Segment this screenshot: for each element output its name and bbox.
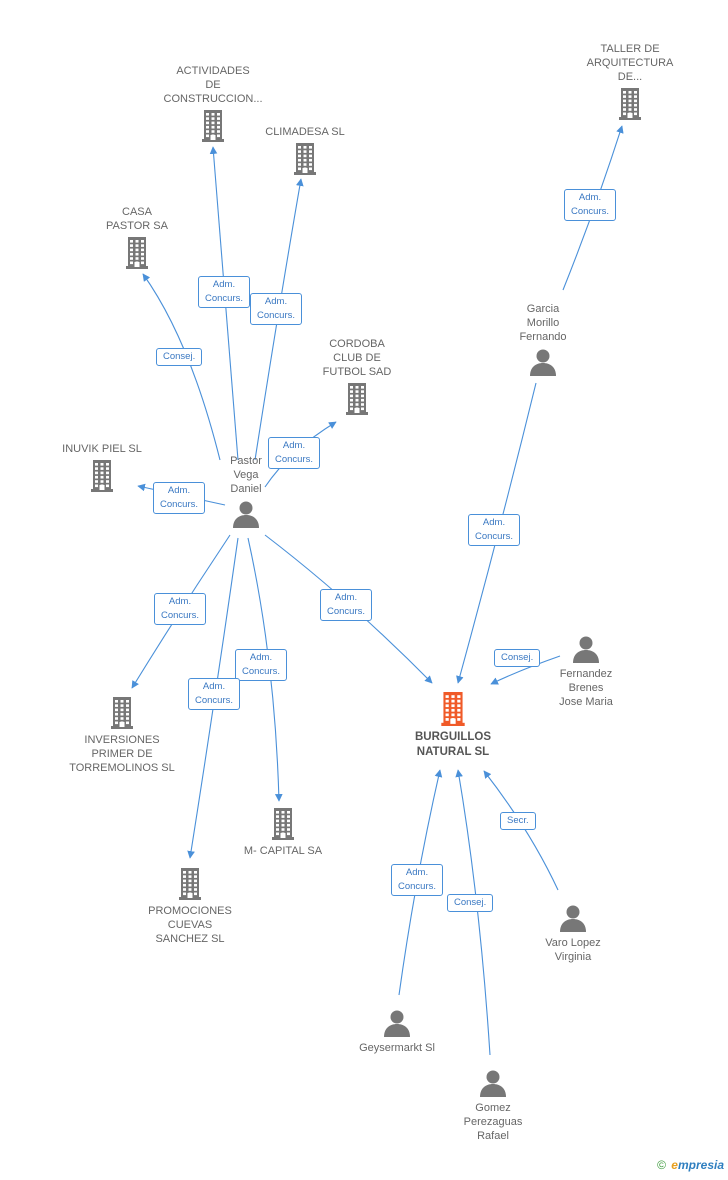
edge-role-label[interactable]: Adm. Concurs. [320, 589, 373, 621]
edge-role-label[interactable]: Adm. Concurs. [391, 864, 444, 896]
person-icon [384, 1010, 410, 1037]
node-label: Fernandez Brenes Jose Maria [559, 668, 613, 708]
node-label: TALLER DE ARQUITECTURA DE... [586, 43, 674, 83]
company-node-actividades[interactable]: ACTIVIDADES DE CONSTRUCCION... [133, 64, 293, 142]
company-node-taller[interactable]: TALLER DE ARQUITECTURA DE... [550, 42, 710, 120]
person-icon [480, 1070, 506, 1097]
person-node-geysermarkt[interactable]: Geysermarkt Sl [317, 1009, 477, 1055]
node-label: ACTIVIDADES DE CONSTRUCCION... [163, 65, 263, 105]
edge-role-label[interactable]: Secr. [500, 812, 536, 830]
brand-logo-text: mpresia [677, 1158, 724, 1172]
edge-role-label[interactable]: Adm. Concurs. [268, 437, 321, 469]
edge-role-label[interactable]: Consej. [494, 649, 541, 667]
edge-role-label[interactable]: Adm. Concurs. [250, 293, 303, 325]
node-label: Varo Lopez Virginia [545, 937, 601, 963]
person-node-pastor[interactable]: Pastor Vega Daniel [166, 454, 326, 528]
node-label: BURGUILLOS NATURAL SL [414, 731, 492, 758]
building-icon [126, 237, 148, 269]
person-node-varo[interactable]: Varo Lopez Virginia [493, 904, 653, 964]
person-icon [233, 501, 259, 528]
building-icon [179, 868, 201, 900]
building-icon [272, 808, 294, 840]
node-label: INVERSIONES PRIMER DE TORREMOLINOS SL [69, 734, 175, 774]
edge-fernandez-to-burguillos [490, 655, 561, 685]
node-label: PROMOCIONES CUEVAS SANCHEZ SL [148, 905, 232, 945]
edge-varo-to-burguillos [483, 770, 559, 891]
person-node-gomez[interactable]: Gomez Perezaguas Rafael [413, 1069, 573, 1143]
building-icon [111, 697, 133, 729]
person-node-garcia[interactable]: Garcia Morillo Fernando [463, 302, 623, 376]
edge-role-label[interactable]: Adm. Concurs. [154, 593, 207, 625]
edge-role-label[interactable]: Adm. Concurs. [153, 482, 206, 514]
node-label: INUVIK PIEL SL [62, 443, 142, 455]
node-label: CASA PASTOR SA [106, 206, 168, 232]
brand-logo-initial: e [671, 1158, 678, 1172]
building-icon [441, 692, 465, 726]
company-node-m-capital[interactable]: M- CAPITAL SA [203, 808, 363, 858]
building-icon [294, 143, 316, 175]
company-node-promociones[interactable]: PROMOCIONES CUEVAS SANCHEZ SL [110, 868, 270, 946]
edge-role-label[interactable]: Consej. [156, 348, 203, 366]
building-icon [346, 383, 368, 415]
building-icon [202, 110, 224, 142]
person-icon [560, 905, 586, 932]
person-icon [573, 636, 599, 663]
person-icon [530, 349, 556, 376]
person-node-fernandez[interactable]: Fernandez Brenes Jose Maria [506, 635, 666, 709]
node-label: Garcia Morillo Fernando [519, 303, 567, 343]
node-label: Gomez Perezaguas Rafael [463, 1102, 523, 1142]
node-label: Geysermarkt Sl [359, 1042, 435, 1054]
copyright-symbol: © [657, 1158, 666, 1172]
node-label: CLIMADESA SL [265, 126, 345, 138]
edge-role-label[interactable]: Adm. Concurs. [468, 514, 521, 546]
company-node-cordoba[interactable]: CORDOBA CLUB DE FUTBOL SAD [277, 337, 437, 415]
company-node-casa-pastor[interactable]: CASA PASTOR SA [57, 205, 217, 269]
footer-brand: © empresia [657, 1158, 724, 1172]
edge-role-label[interactable]: Adm. Concurs. [198, 276, 251, 308]
building-icon [619, 88, 641, 120]
edge-role-label[interactable]: Adm. Concurs. [188, 678, 241, 710]
company-node-inversiones[interactable]: INVERSIONES PRIMER DE TORREMOLINOS SL [42, 697, 202, 775]
company-node-climadesa[interactable]: CLIMADESA SL [225, 125, 385, 175]
edge-role-label[interactable]: Adm. Concurs. [235, 649, 288, 681]
company-node-inuvik[interactable]: INUVIK PIEL SL [22, 442, 182, 492]
node-label: M- CAPITAL SA [243, 845, 323, 857]
building-icon [91, 460, 113, 492]
edge-role-label[interactable]: Consej. [447, 894, 494, 912]
node-label: CORDOBA CLUB DE FUTBOL SAD [322, 338, 392, 378]
node-label: Pastor Vega Daniel [230, 455, 262, 495]
company-node-burguillos[interactable]: BURGUILLOS NATURAL SL [373, 692, 533, 760]
edge-role-label[interactable]: Adm. Concurs. [564, 189, 617, 221]
